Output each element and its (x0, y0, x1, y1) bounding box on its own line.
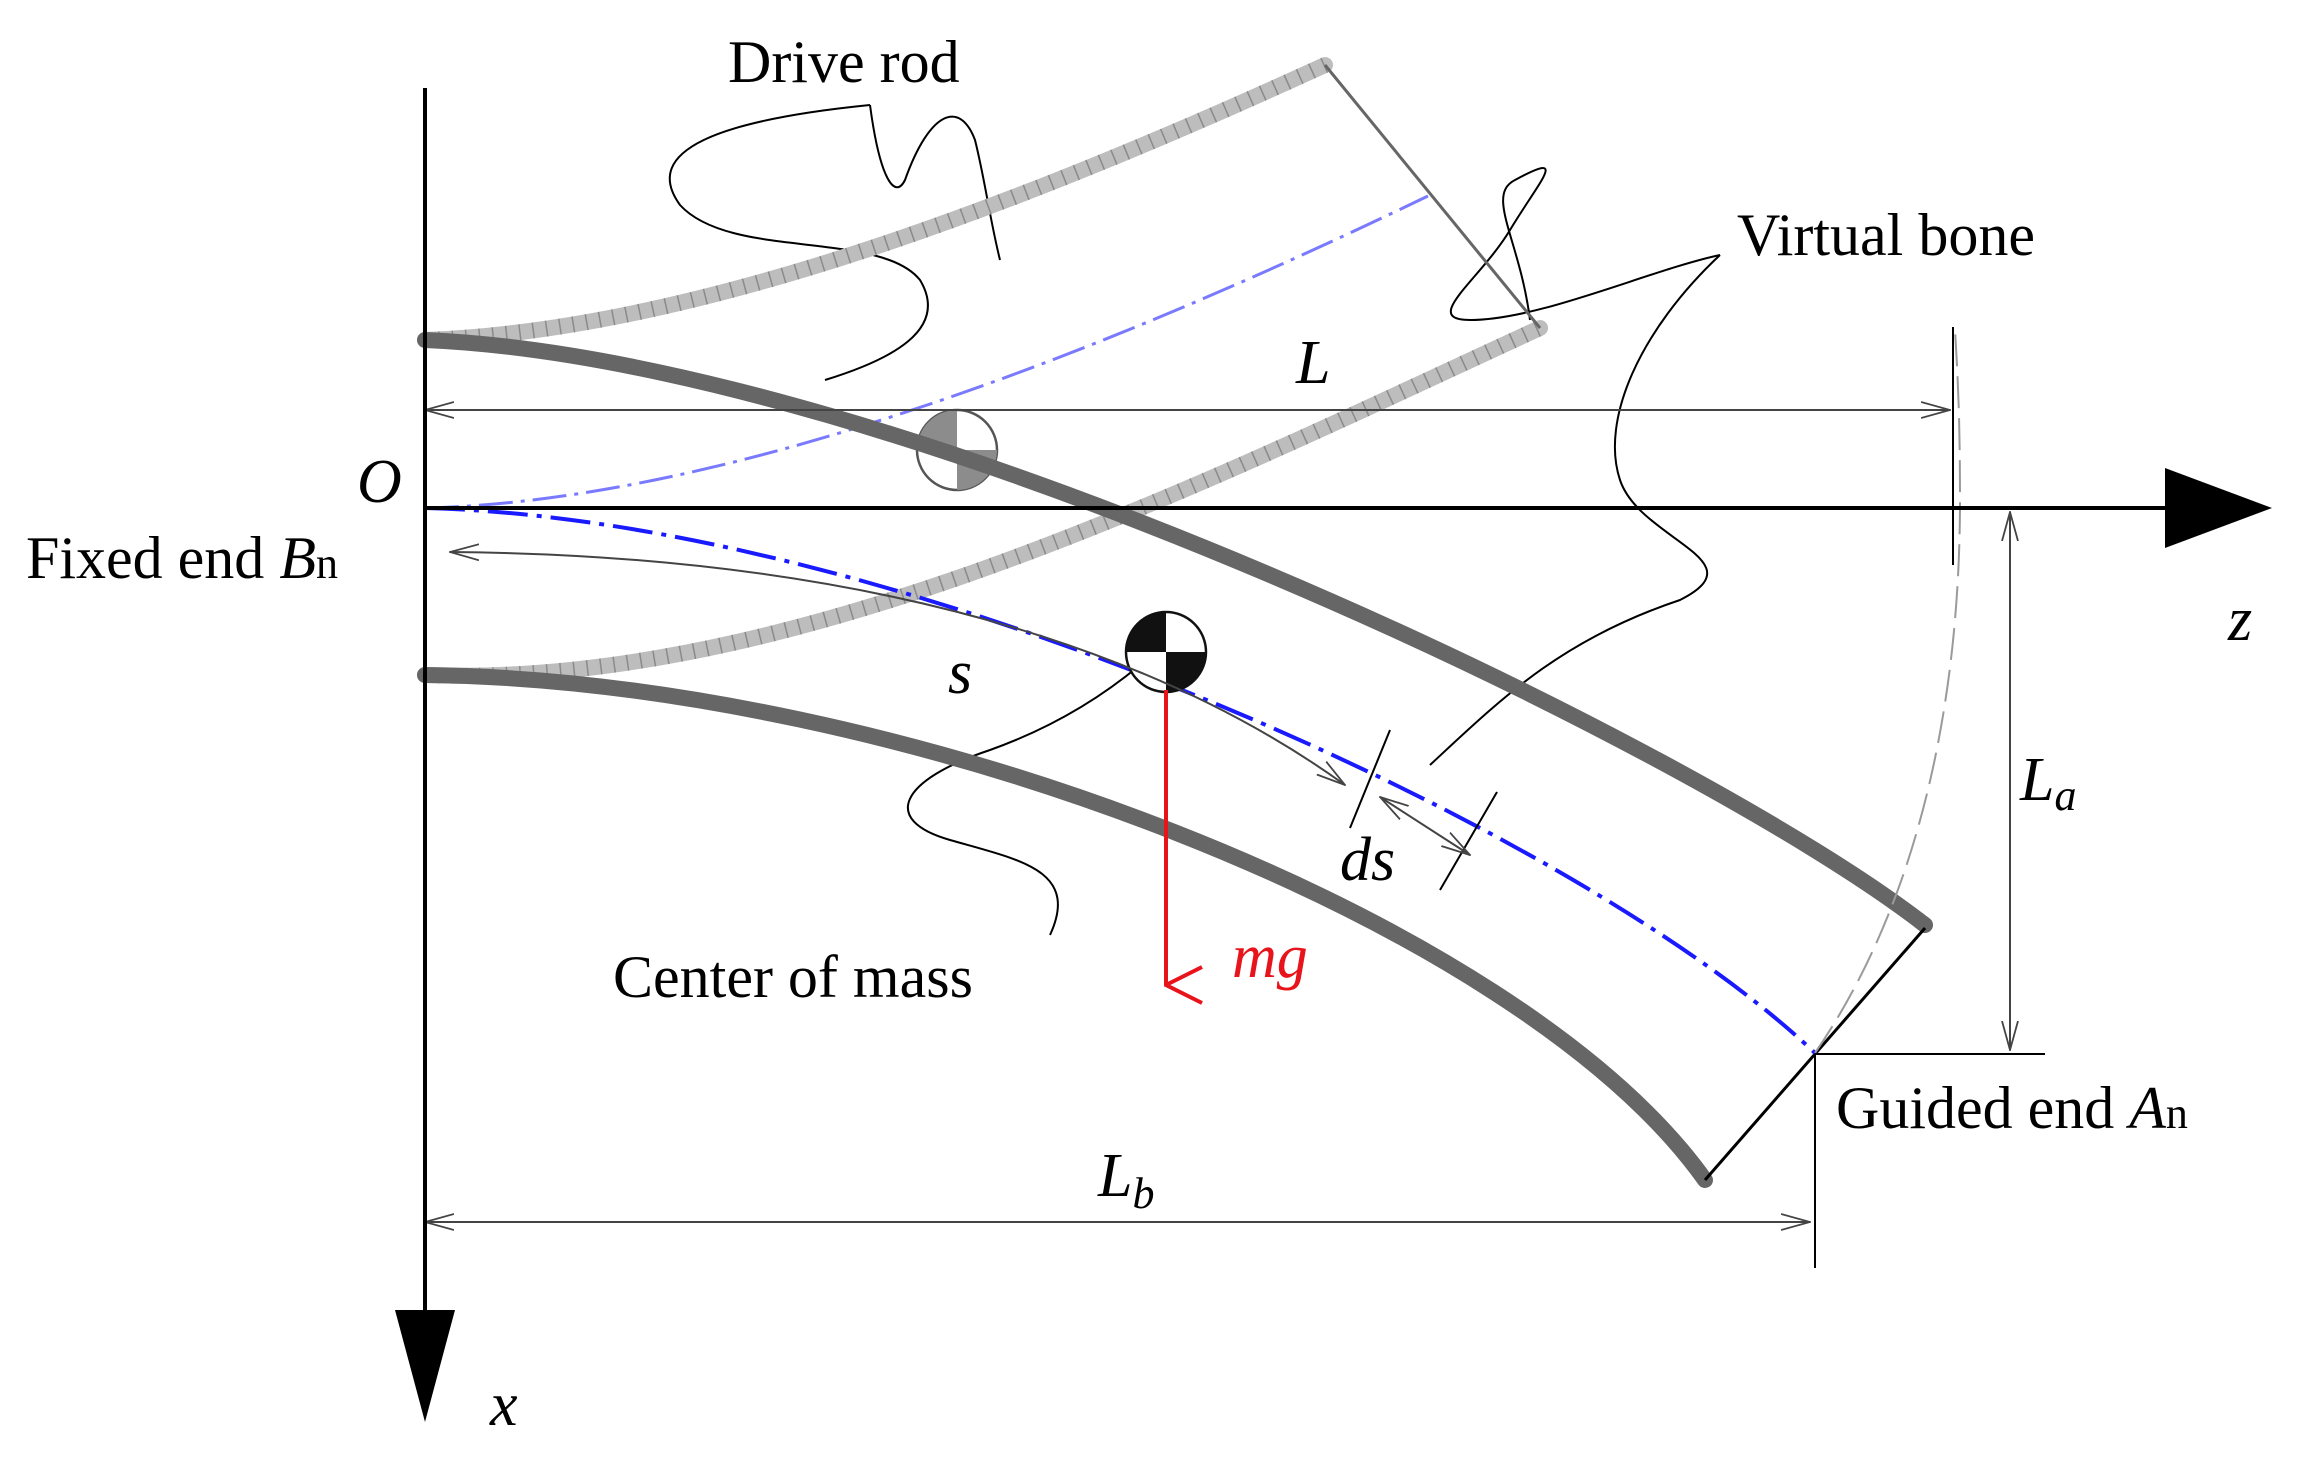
label-element-length: ds (1340, 826, 1395, 894)
guided-end-path (1814, 329, 1962, 1054)
label-length-L: L (1295, 329, 1330, 397)
leader-drive-rod-2 (869, 104, 1001, 261)
leader-lines (668, 104, 1721, 936)
label-length-La: La (2019, 746, 2076, 820)
label-guided-end: Guided end An (1836, 1075, 2188, 1141)
dimensions (425, 327, 2045, 1268)
dim-ds (1380, 797, 1470, 855)
label-axis-x: x (489, 1371, 518, 1439)
leader-drive-rod-1 (668, 104, 929, 381)
label-virtual-bone: Virtual bone (1737, 202, 2035, 268)
virtual-bone-centerline (424, 506, 1817, 1055)
upper-end-cap (1323, 64, 1542, 329)
axes (395, 88, 2272, 1422)
label-drive-rod: Drive rod (728, 29, 960, 95)
dim-s (450, 552, 1345, 785)
deflected-configuration (417, 329, 1962, 1188)
center-of-mass-symbol (1124, 610, 1208, 694)
dim-ds-tick-1 (1349, 729, 1391, 829)
label-axis-z: z (2227, 586, 2252, 654)
z-axis-arrowhead (2165, 468, 2272, 548)
rod-inner (417, 667, 1713, 1188)
labels: Drive rod Virtual bone O Fixed end Bn Gu… (26, 29, 2252, 1439)
label-arc-length: s (948, 639, 972, 707)
leader-virtual-bone-1 (1449, 167, 1721, 322)
label-length-Lb: Lb (1097, 1142, 1154, 1218)
label-fixed-end: Fixed end Bn (26, 525, 338, 591)
x-axis-arrowhead (395, 1310, 455, 1422)
label-gravity: mg (1232, 923, 1308, 991)
leader-virtual-bone-2 (1429, 254, 1721, 766)
label-origin: O (357, 448, 402, 516)
upper-configuration (417, 57, 1548, 684)
label-center-of-mass: Center of mass (613, 944, 973, 1010)
drive-rod-upper-outer (417, 57, 1333, 348)
